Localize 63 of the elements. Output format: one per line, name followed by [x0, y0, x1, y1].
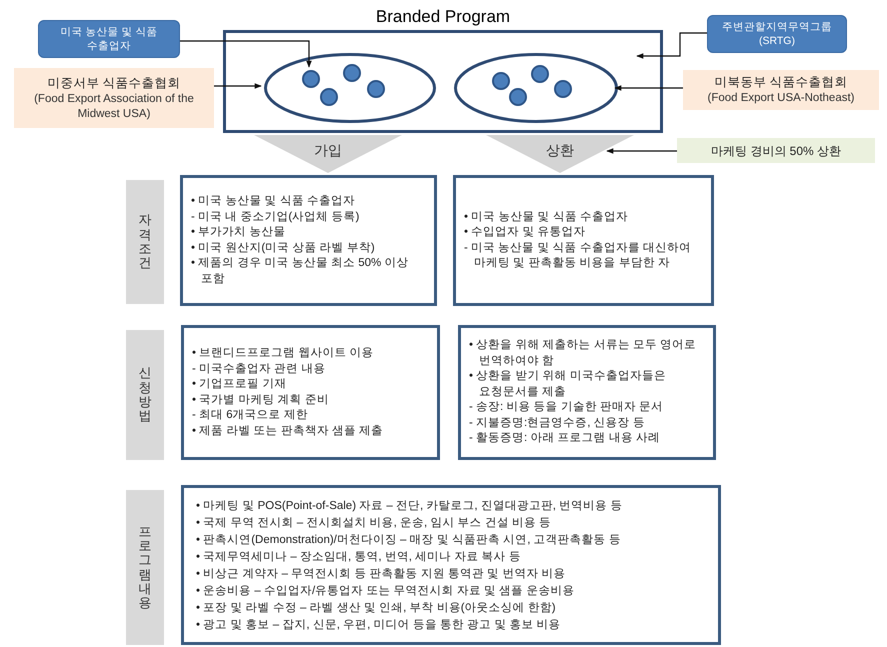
callout-box: [677, 138, 875, 163]
callout-box: [38, 20, 180, 58]
bullet-item: • 판촉시연(Demonstration)/머천다이징 – 매장 및 식품판촉 시연, 고객판촉활동 등: [196, 532, 622, 548]
bullet-item: • 상환을 받기 위해 미국수출업자들은 요청문서를 제출: [469, 369, 667, 400]
bullet-item: - 미국수출업자 관련 내용: [192, 362, 326, 376]
chevron-arrow: [254, 135, 402, 173]
bullet-item: • 브랜디드프로그램 웹사이트 이용: [192, 346, 375, 361]
bullet-item: - 미국 내 중소기업(사업체 등록): [191, 210, 360, 224]
callout-box: [14, 68, 214, 128]
bullet-item: • 수입업자 및 유통업자: [464, 225, 587, 240]
arrow: [614, 85, 683, 91]
frame-title: Branded Program: [374, 6, 512, 28]
group-ellipse: [454, 53, 618, 123]
content-box: [181, 325, 440, 460]
bullet-item: • 운송비용 – 수입업자/유통업자 또는 무역전시회 자료 및 샘플 운송비용: [196, 584, 576, 598]
chevron-arrow: [486, 135, 634, 173]
bullet-item: • 상환을 위해 제출하는 서류는 모두 영어로 번역하여야 함: [469, 338, 698, 369]
bullet-item: • 국제 무역 전시회 – 전시회설치 비용, 운송, 임시 부스 건설 비용 등: [196, 516, 552, 530]
callout-text: (Food Export Association of the Midwest USA): [33, 92, 195, 122]
section-label: 프로그램내용: [138, 524, 152, 610]
arrow: [606, 148, 677, 154]
section-label: 신청방법: [138, 366, 152, 424]
bullet-item: • 마케팅 및 POS(Point-of-Sale) 자료 – 전단, 카탈로그, 진열대광고판, 번역비용 등: [196, 498, 624, 514]
content-box: [180, 175, 437, 306]
content-box: [453, 175, 714, 306]
callout-text: 미중서부 식품수출협회: [46, 74, 182, 92]
callout-text: 마케팅 경비의 50% 상환: [710, 142, 842, 158]
callout-text: 미북동부 식품수출협회: [713, 74, 849, 91]
content-box: [181, 485, 721, 645]
bullet-item: • 포장 및 라벨 수정 – 라벨 생산 및 인쇄, 부착 비용(아웃소싱에 한함): [196, 600, 557, 616]
bullet-item: • 제품 라벨 또는 판촉책자 샘플 제출: [192, 424, 384, 438]
section-tab: [126, 180, 164, 304]
bullet-item: • 제품의 경우 미국 농산물 최소 50% 이상 포함: [191, 256, 410, 286]
bullet-item: - 지불증명:현금영수증, 신용장 등: [469, 416, 646, 431]
content-box: [458, 325, 716, 460]
callout-text: (Food Export USA-Notheast): [706, 91, 856, 106]
bullet-item: • 광고 및 홍보 – 잡지, 신문, 우편, 미디어 등을 통한 광고 및 홍보 비용: [196, 618, 562, 632]
edge-label: 가입: [314, 141, 342, 159]
section-tab: [126, 330, 164, 460]
bullet-item: • 미국 농산물 및 식품 수출업자: [464, 210, 630, 224]
callout-box: [683, 70, 879, 110]
callout-text: (SRTG): [758, 34, 796, 48]
section-tab: [126, 490, 164, 645]
bullet-item: • 미국 농산물 및 식품 수출업자: [191, 194, 356, 209]
bullet-item: - 미국 농산물 및 식품 수출업자를 대신하여 마케팅 및 판촉활동 비용을 부담한 자: [464, 240, 692, 271]
arrow: [180, 40, 312, 68]
section-label: 자격조건: [138, 213, 152, 271]
bullet-item: - 활동증명: 아래 프로그램 내용 사례: [469, 431, 661, 446]
bullet-item: • 기업프로필 기재: [192, 377, 288, 392]
bullet-item: • 부가가치 농산물: [191, 225, 286, 240]
edge-label: 상환: [546, 141, 574, 159]
callout-text: 주변관할지역무역그룹: [721, 20, 833, 34]
bullet-item: - 송장: 비용 등을 기술한 판매자 문서: [469, 400, 664, 416]
bullet-item: • 국가별 마케팅 계획 준비: [192, 392, 330, 408]
bullet-item: • 국제무역세미나 – 장소임대, 통역, 번역, 세미나 자료 복사 등: [196, 550, 522, 564]
callout-box: [707, 15, 847, 53]
bullet-item: • 미국 원산지(미국 상품 라벨 부착): [191, 240, 376, 256]
callout-text: 미국 농산물 및 식품 수출업자: [60, 25, 158, 53]
bullet-item: • 비상근 계약자 – 무역전시회 등 판촉활동 지원 통역관 및 번역자 비용: [196, 566, 567, 582]
arrow: [636, 32, 707, 59]
group-ellipse: [264, 53, 436, 123]
bullet-item: - 최대 6개국으로 제한: [192, 408, 309, 423]
arrow: [214, 83, 262, 89]
